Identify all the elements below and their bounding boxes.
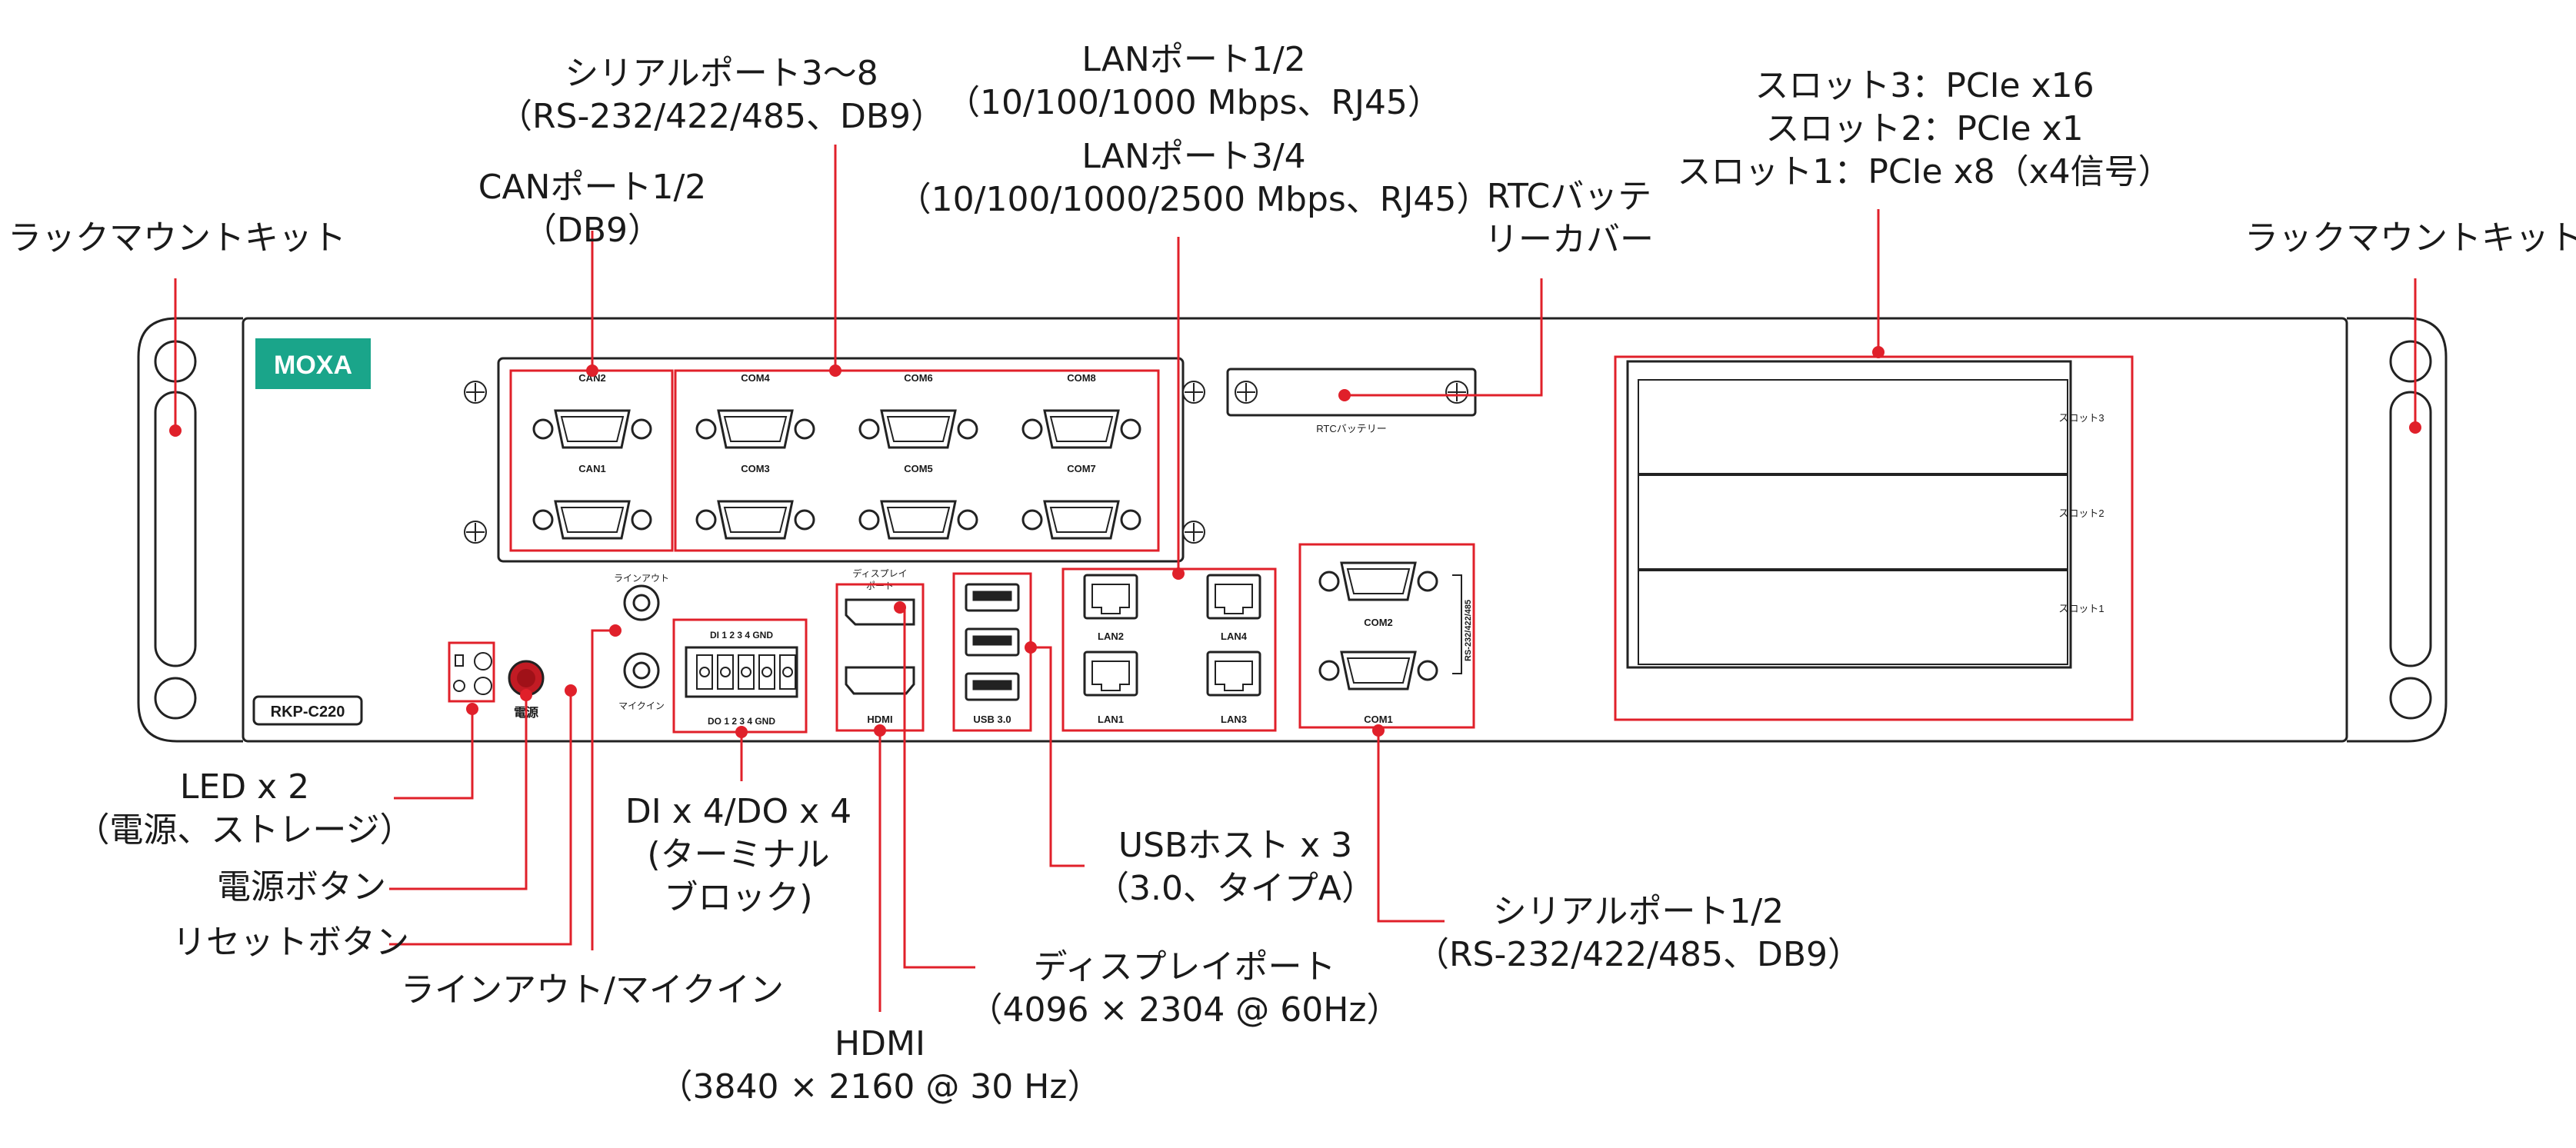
port-label-com2: COM2 — [1364, 617, 1393, 628]
lan-ports — [1083, 574, 1261, 697]
com3-connector — [695, 500, 815, 540]
moxa-logo-text: MOXA — [274, 351, 352, 380]
port-label-lan3: LAN3 — [1221, 714, 1247, 725]
rtc-label: RTCバッテリー — [1316, 423, 1386, 434]
moxa-logo: MOXA — [255, 338, 371, 389]
displayport-label-line2: ポート — [866, 581, 894, 591]
expansion-slots: スロット3 スロット2 スロット1 — [1626, 360, 2104, 669]
power-icon — [453, 680, 465, 692]
model-label: RKP-C220 — [271, 704, 345, 720]
audio-jacks — [623, 584, 660, 689]
com4-connector — [695, 409, 815, 449]
line-out-label: ラインアウト — [614, 573, 669, 584]
hdmi-label: HDMI — [867, 714, 892, 725]
mic-in-label: マイクイン — [618, 700, 665, 711]
usb-ports — [965, 583, 1020, 701]
port-label-can1: CAN1 — [578, 463, 605, 474]
com2-connector — [1318, 561, 1438, 601]
can2-connector — [532, 409, 652, 449]
can1-connector — [532, 500, 652, 540]
rs-mode-label: RS-232/422/485 — [1464, 600, 1473, 661]
terminal-screw-icon — [782, 667, 793, 677]
db9-connectors — [532, 409, 1438, 690]
port-label-com6: COM6 — [904, 372, 933, 384]
port-label-com8: COM8 — [1067, 372, 1096, 384]
terminal-screw-icon — [761, 667, 772, 677]
port-label-com4: COM4 — [741, 372, 770, 384]
lan4-port — [1206, 574, 1261, 620]
displayport-label-line1: ディスプレイ — [852, 567, 907, 579]
com7-connector — [1021, 500, 1141, 540]
rtc-screw-icon — [1235, 381, 1468, 404]
com8-connector — [1021, 409, 1141, 449]
serial-panel: CAN2 CAN1 COM4 COM6 COM8 COM3 COM5 COM7 — [464, 357, 1438, 690]
model-plate: RKP-C220 — [252, 695, 363, 726]
port-label-com3: COM3 — [741, 463, 770, 474]
terminal-screw-icon — [699, 667, 710, 677]
port-label-com5: COM5 — [904, 463, 933, 474]
slot2-label: スロット2 — [2058, 507, 2104, 519]
port-label-lan2: LAN2 — [1098, 631, 1124, 642]
terminal-block: DI 1 2 3 4 GND DO 1 2 3 4 GND — [685, 630, 798, 727]
usb-label: USB 3.0 — [973, 714, 1011, 725]
led-indicators — [453, 652, 492, 695]
com12-ports: COM2 COM1 RS-232/422/485 — [1364, 574, 1473, 725]
port-label-com7: COM7 — [1067, 463, 1096, 474]
slot1-label: スロット1 — [2058, 603, 2104, 614]
com6-connector — [858, 409, 978, 449]
com1-connector — [1318, 651, 1438, 690]
com5-connector — [858, 500, 978, 540]
leader-lines — [174, 145, 2417, 1012]
terminal-screw-icon — [720, 667, 731, 677]
port-label-can2: CAN2 — [578, 372, 605, 384]
storage-icon — [455, 654, 464, 667]
do-pin-labels: DO 1 2 3 4 GND — [708, 716, 775, 727]
port-label-lan1: LAN1 — [1098, 714, 1124, 725]
chassis — [137, 317, 2448, 743]
di-pin-labels: DI 1 2 3 4 GND — [710, 630, 773, 641]
lan1-port — [1083, 651, 1138, 697]
video-ports — [845, 598, 915, 695]
rtc-battery-cover: RTCバッテリー — [1226, 368, 1477, 434]
lan2-port — [1083, 574, 1138, 620]
slot3-label: スロット3 — [2058, 412, 2104, 424]
panel-screw-icon — [464, 381, 1205, 544]
terminal-screw-icon — [741, 667, 751, 677]
port-label-lan4: LAN4 — [1221, 631, 1248, 642]
lan3-port — [1206, 651, 1261, 697]
callout-dots — [169, 346, 2421, 738]
port-label-com1: COM1 — [1364, 714, 1393, 725]
